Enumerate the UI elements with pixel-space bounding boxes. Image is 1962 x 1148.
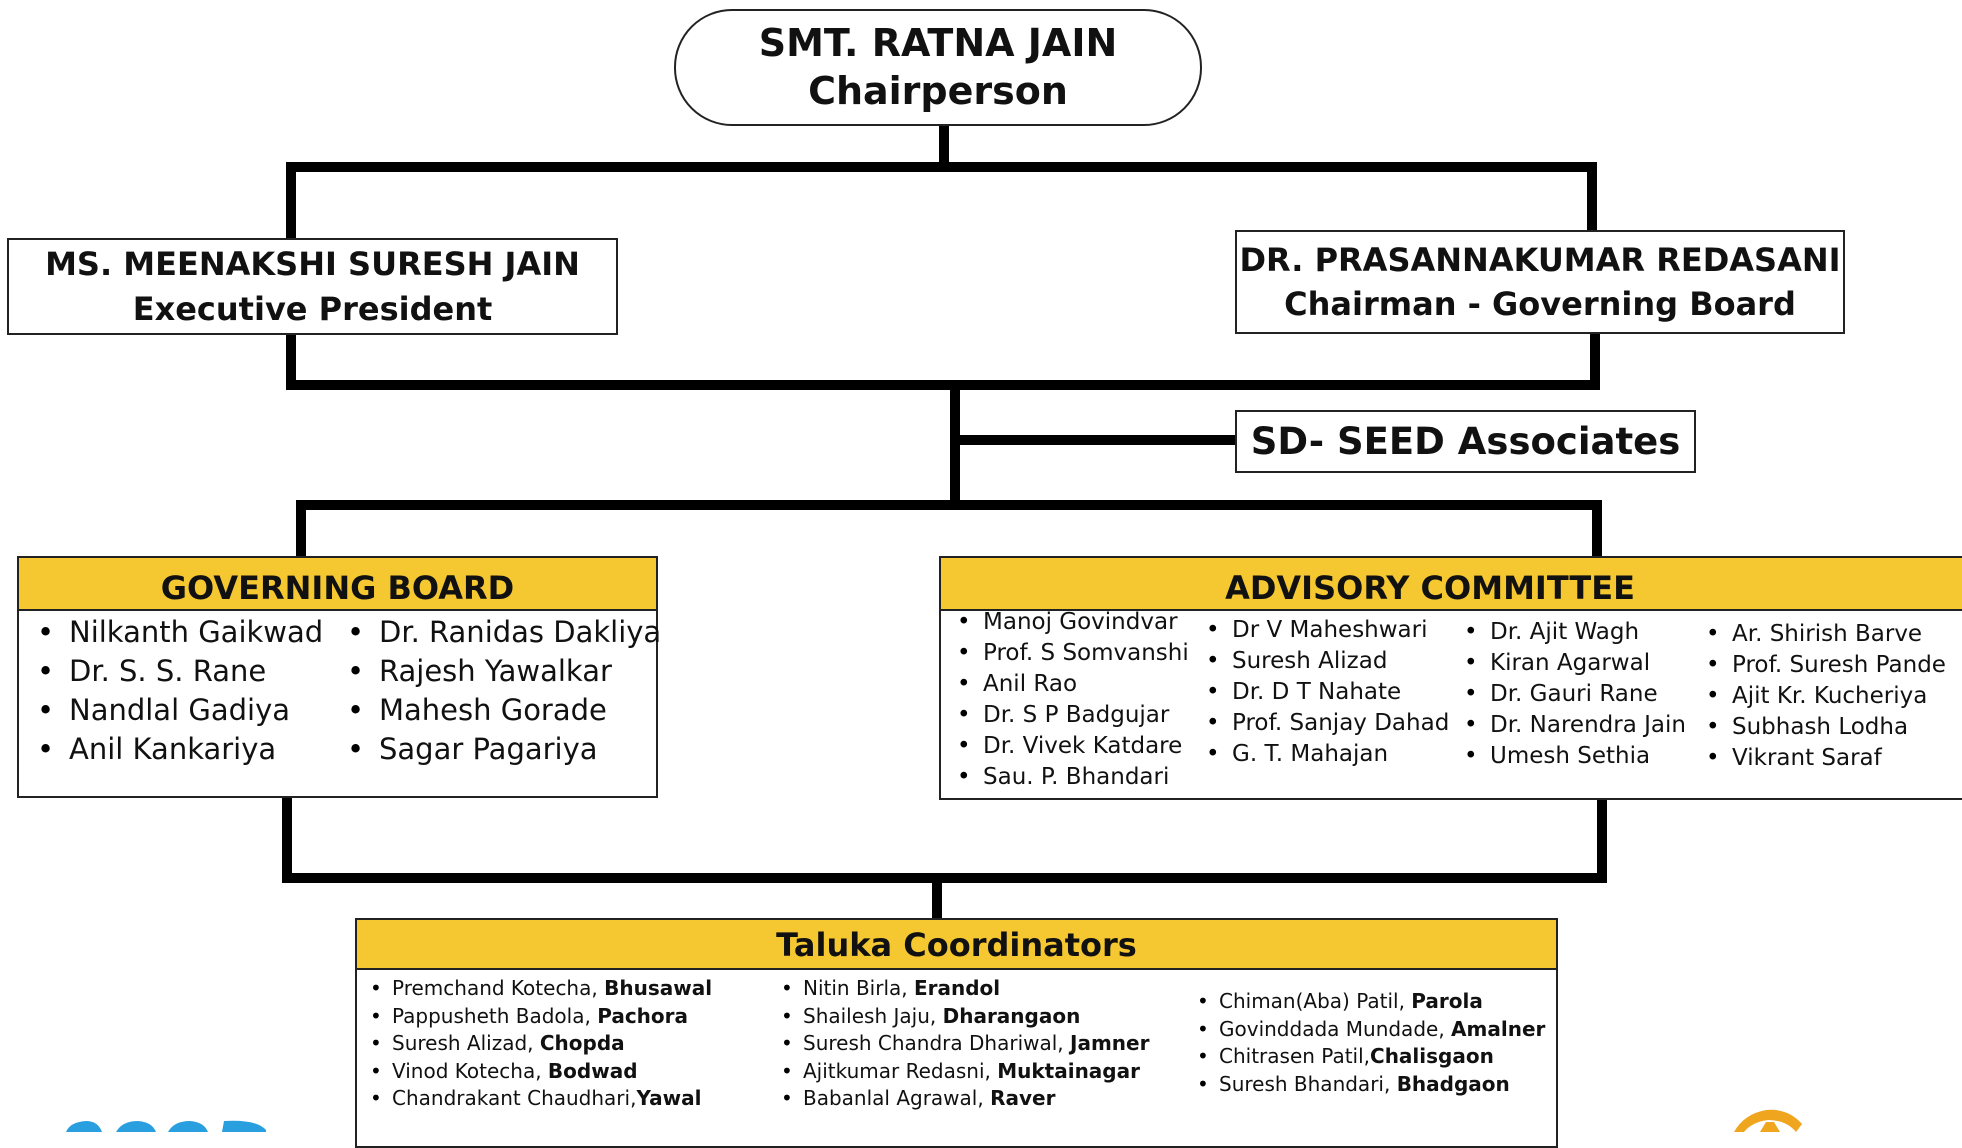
list-item: Premchand Kotecha, Bhusawal [364, 975, 712, 1003]
advisory-committee-title: ADVISORY COMMITTEE [1225, 569, 1635, 607]
list-item: Dr. S P Badgujar [949, 700, 1189, 731]
governing-board-column-1: Nilkanth Gaikwad Dr. S. S. Rane Nandlal … [29, 613, 323, 769]
connector-line [1592, 500, 1602, 556]
chairperson-role: Chairperson [808, 69, 1068, 113]
advisory-committee-column-3: Dr. Ajit Wagh Kiran Agarwal Dr. Gauri Ra… [1456, 617, 1686, 772]
connector-line [286, 162, 1597, 172]
list-item: Anil Rao [949, 669, 1189, 700]
connector-line [286, 380, 1600, 390]
connector-line [1590, 334, 1600, 386]
list-item: Prof. Suresh Pande [1698, 650, 1946, 681]
advisory-committee-column-1: Manoj Govindvar Prof. S Somvanshi Anil R… [949, 607, 1189, 793]
list-item: Dr. Vivek Katdare [949, 731, 1189, 762]
list-item: Nilkanth Gaikwad [29, 613, 323, 652]
list-item: Rajesh Yawalkar [339, 652, 661, 691]
taluka-coordinators-panel: Taluka Coordinators Premchand Kotecha, B… [355, 918, 1558, 1148]
taluka-coordinators-header: Taluka Coordinators [357, 920, 1556, 970]
governing-board-column-2: Dr. Ranidas Dakliya Rajesh Yawalkar Mahe… [339, 613, 661, 769]
list-item: Dr. Narendra Jain [1456, 710, 1686, 741]
list-item: Shailesh Jaju, Dharangaon [775, 1003, 1149, 1031]
list-item: Nitin Birla, Erandol [775, 975, 1149, 1003]
advisory-committee-column-4: Ar. Shirish Barve Prof. Suresh Pande Aji… [1698, 619, 1946, 774]
connector-line [1587, 162, 1597, 230]
connector-line [1597, 798, 1607, 878]
associates-label: SD- SEED Associates [1250, 420, 1681, 463]
connector-line [282, 798, 292, 878]
list-item: Dr. Ajit Wagh [1456, 617, 1686, 648]
list-item: Pappusheth Badola, Pachora [364, 1003, 712, 1031]
logo-left-partial [66, 1120, 266, 1132]
list-item: Chandrakant Chaudhari,Yawal [364, 1085, 712, 1113]
list-item: Dr V Maheshwari [1198, 615, 1449, 646]
advisory-committee-header: ADVISORY COMMITTEE [941, 558, 1962, 611]
list-item: Suresh Alizad, Chopda [364, 1030, 712, 1058]
list-item: Babanlal Agrawal, Raver [775, 1085, 1149, 1113]
list-item: Dr. D T Nahate [1198, 677, 1449, 708]
connector-line [286, 334, 296, 386]
list-item: Subhash Lodha [1698, 712, 1946, 743]
list-item: Prof. Sanjay Dahad [1198, 708, 1449, 739]
taluka-column-1: Premchand Kotecha, Bhusawal Pappusheth B… [364, 975, 712, 1113]
list-item: Ajitkumar Redasni, Muktainagar [775, 1058, 1149, 1086]
taluka-coordinators-title: Taluka Coordinators [776, 926, 1137, 964]
taluka-column-2: Nitin Birla, Erandol Shailesh Jaju, Dhar… [775, 975, 1149, 1113]
executive-president-name: MS. MEENAKSHI SURESH JAIN [45, 245, 580, 283]
advisory-committee-panel: ADVISORY COMMITTEE Manoj Govindvar Prof.… [939, 556, 1962, 800]
list-item: Vinod Kotecha, Bodwad [364, 1058, 712, 1086]
list-item: Chitrasen Patil,Chalisgaon [1191, 1043, 1545, 1071]
chairman-node: DR. PRASANNAKUMAR REDASANI Chairman - Go… [1235, 230, 1845, 334]
advisory-committee-column-2: Dr V Maheshwari Suresh Alizad Dr. D T Na… [1198, 615, 1449, 770]
list-item: Vikrant Saraf [1698, 743, 1946, 774]
executive-president-node: MS. MEENAKSHI SURESH JAIN Executive Pres… [7, 238, 618, 335]
connector-line [939, 126, 949, 166]
governing-board-header: GOVERNING BOARD [19, 558, 656, 611]
list-item: Mahesh Gorade [339, 691, 661, 730]
list-item: Sagar Pagariya [339, 730, 661, 769]
governing-board-panel: GOVERNING BOARD Nilkanth Gaikwad Dr. S. … [17, 556, 661, 798]
connector-line [286, 162, 296, 238]
governing-board-title: GOVERNING BOARD [160, 569, 515, 607]
executive-president-role: Executive President [132, 290, 493, 328]
list-item: Dr. Ranidas Dakliya [339, 613, 661, 652]
connector-line [296, 500, 1602, 510]
connector-line [955, 435, 1237, 445]
list-item: Suresh Chandra Dhariwal, Jamner [775, 1030, 1149, 1058]
connector-line [932, 873, 942, 921]
list-item: G. T. Mahajan [1198, 739, 1449, 770]
list-item: Suresh Alizad [1198, 646, 1449, 677]
list-item: Suresh Bhandari, Bhadgaon [1191, 1071, 1545, 1099]
taluka-column-3: Chiman(Aba) Patil, Parola Govinddada Mun… [1191, 988, 1545, 1098]
logo-right-partial [1734, 1109, 1802, 1132]
list-item: Chiman(Aba) Patil, Parola [1191, 988, 1545, 1016]
list-item: Umesh Sethia [1456, 741, 1686, 772]
chairman-role: Chairman - Governing Board [1284, 285, 1796, 323]
list-item: Dr. Gauri Rane [1456, 679, 1686, 710]
list-item: Govinddada Mundade, Amalner [1191, 1016, 1545, 1044]
list-item: Nandlal Gadiya [29, 691, 323, 730]
list-item: Prof. S Somvanshi [949, 638, 1189, 669]
list-item: Ajit Kr. Kucheriya [1698, 681, 1946, 712]
list-item: Sau. P. Bhandari [949, 762, 1189, 793]
list-item: Anil Kankariya [29, 730, 323, 769]
list-item: Ar. Shirish Barve [1698, 619, 1946, 650]
associates-node: SD- SEED Associates [1235, 410, 1696, 473]
list-item: Manoj Govindvar [949, 607, 1189, 638]
list-item: Kiran Agarwal [1456, 648, 1686, 679]
list-item: Dr. S. S. Rane [29, 652, 323, 691]
chairman-name: DR. PRASANNAKUMAR REDASANI [1239, 241, 1841, 279]
connector-line [296, 500, 306, 556]
chairperson-name: SMT. RATNA JAIN [758, 21, 1118, 65]
chairperson-node: SMT. RATNA JAIN Chairperson [674, 9, 1202, 126]
connector-line [282, 873, 1607, 883]
